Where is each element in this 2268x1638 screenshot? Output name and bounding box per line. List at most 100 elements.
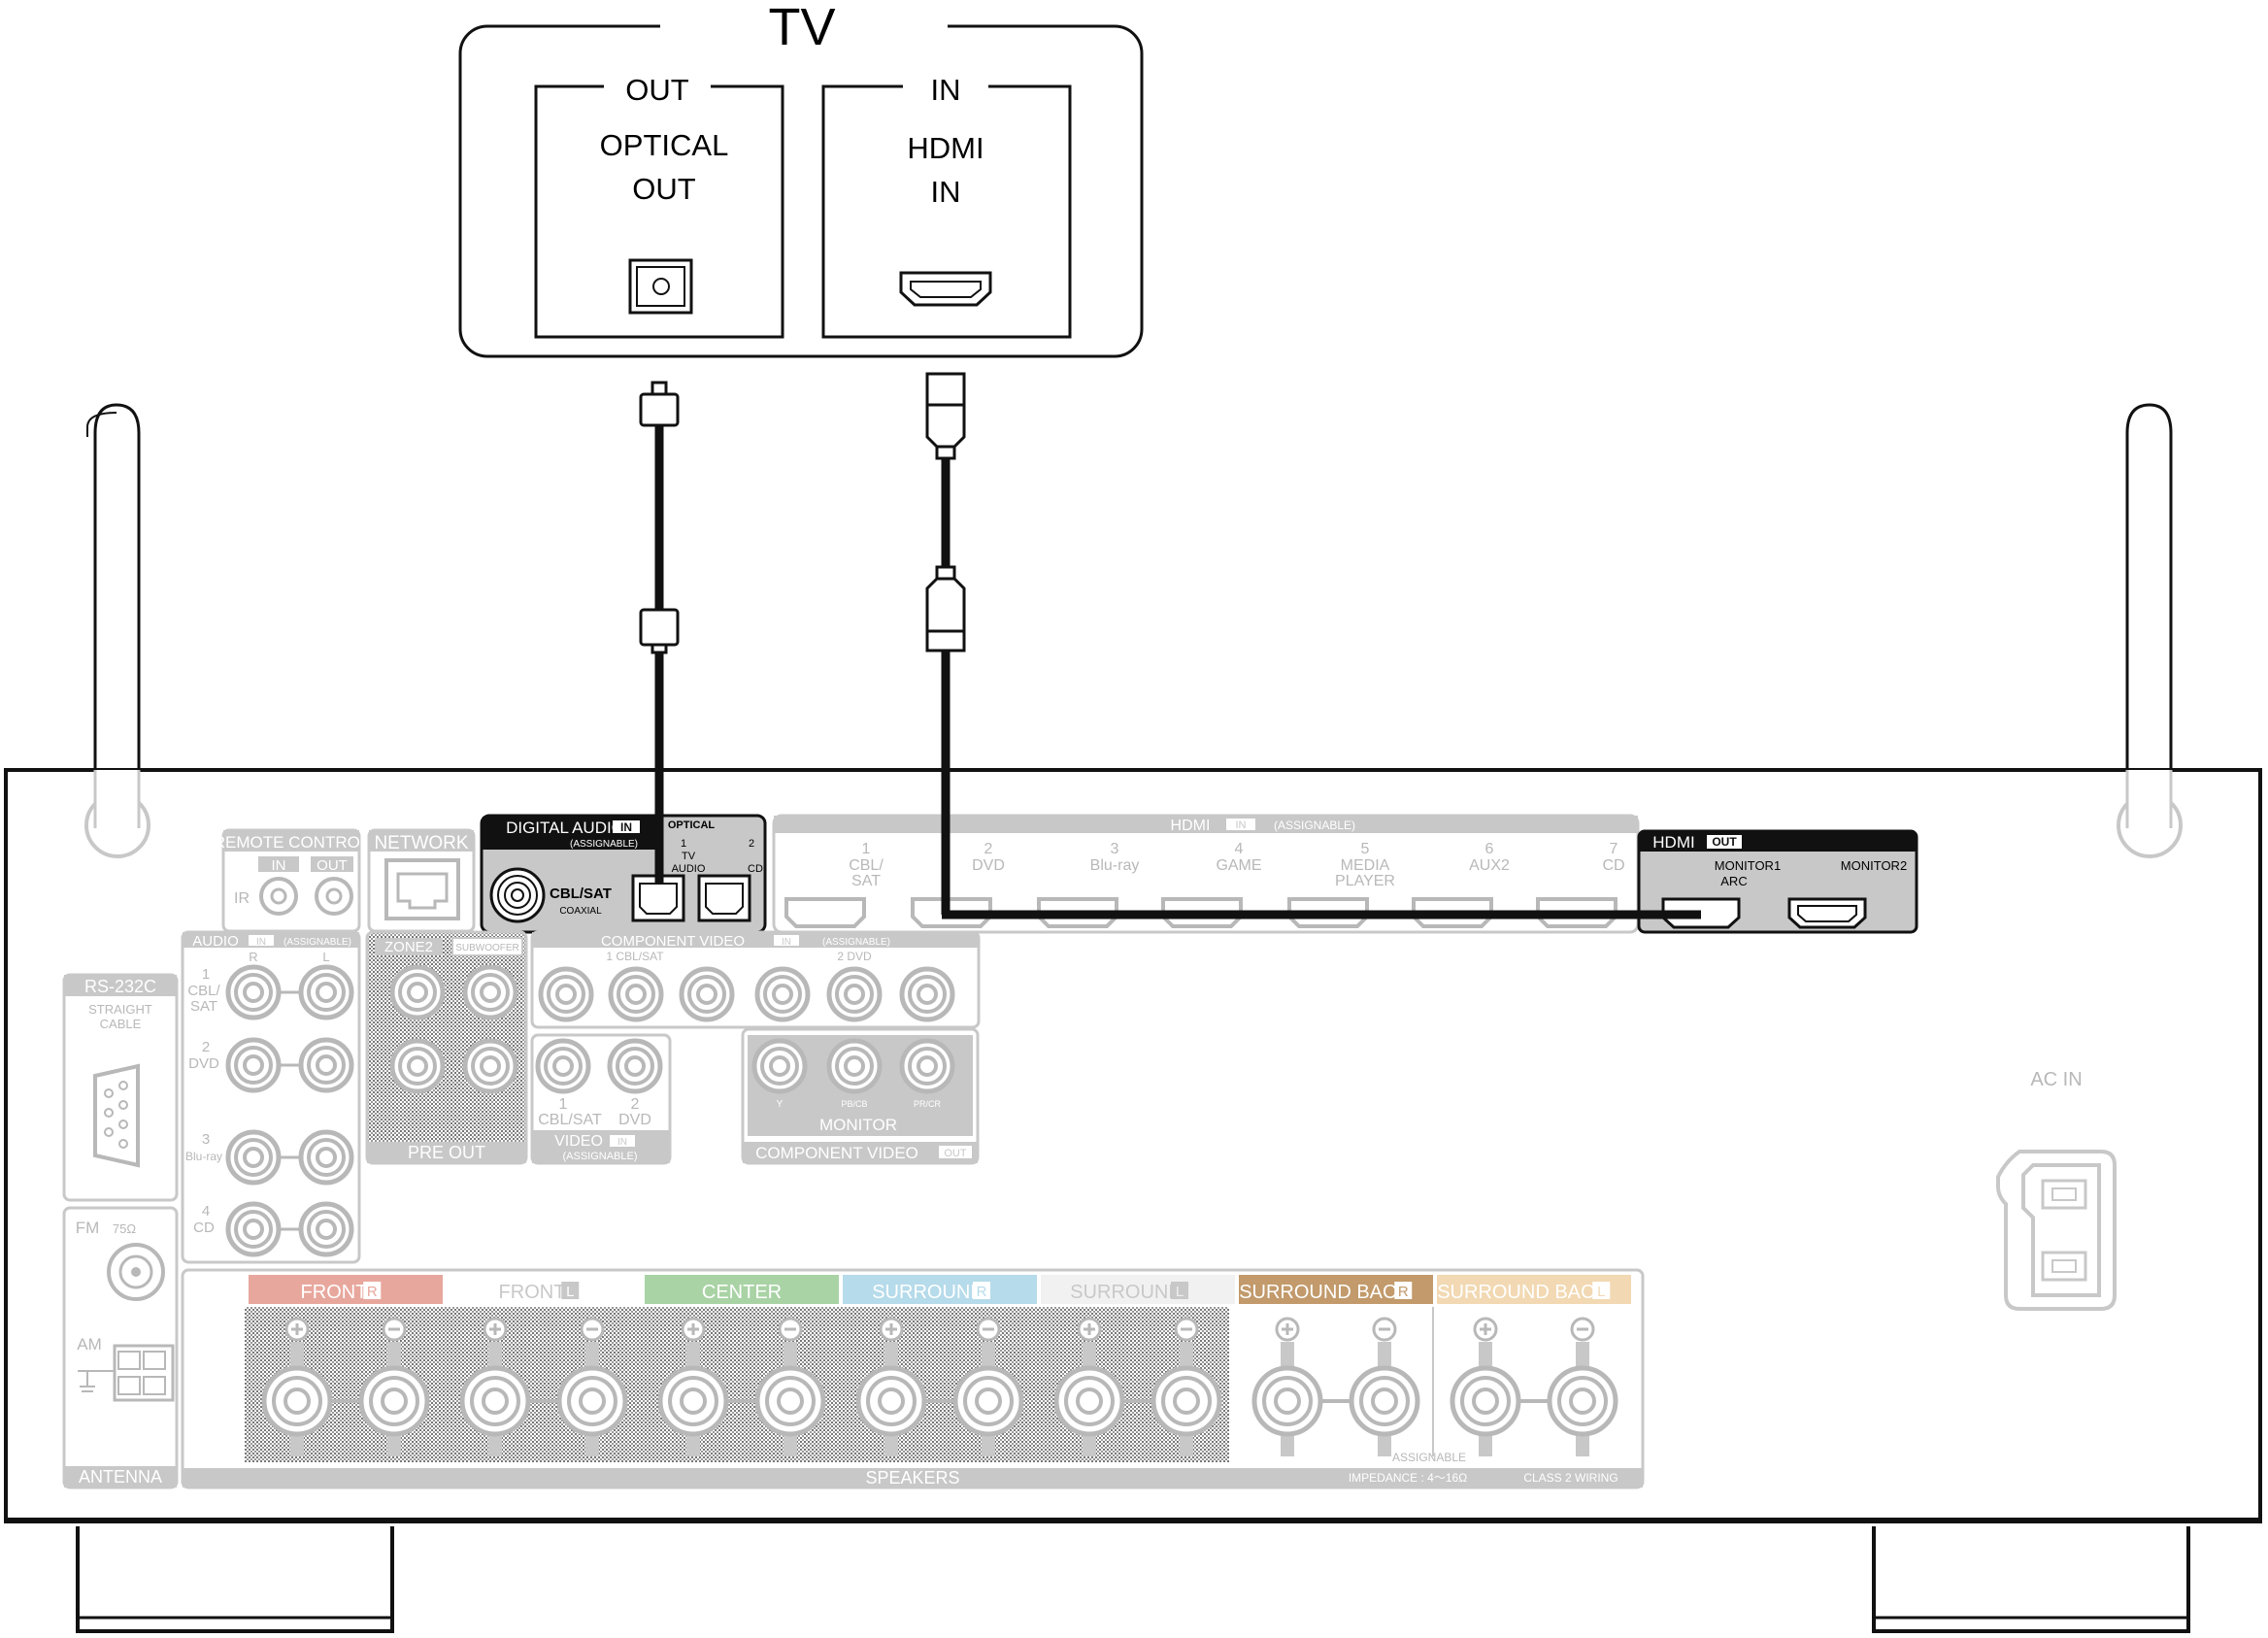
speaker-terminal-minus[interactable] — [361, 1368, 427, 1434]
component-in-1-pr-jack[interactable] — [682, 969, 732, 1020]
speaker-terminal-plus[interactable] — [1056, 1368, 1122, 1434]
audio-in-row-3-r-jack[interactable] — [228, 1132, 279, 1183]
remote-out-jack[interactable] — [315, 877, 353, 916]
speaker-post-stem — [884, 1433, 898, 1456]
hdmi-in-1-port[interactable] — [784, 897, 866, 928]
optical-1-label-line2: AUDIO — [672, 863, 706, 875]
speaker-terminal-minus[interactable] — [757, 1368, 823, 1434]
speaker-channel-header — [447, 1275, 641, 1304]
component-video-in-in-label: IN — [782, 937, 791, 948]
fm-antenna-jack[interactable] — [107, 1243, 165, 1301]
speaker-terminal-minus[interactable] — [1550, 1368, 1616, 1434]
audio-in-row-4-r-jack[interactable] — [228, 1204, 279, 1254]
component-video-in-assignable: (ASSIGNABLE) — [822, 937, 890, 948]
component-in-2-y-jack[interactable] — [757, 969, 808, 1020]
speaker-channel-label: SURROUND — [1070, 1282, 1183, 1303]
speaker-terminal-plus[interactable] — [1452, 1368, 1518, 1434]
zone2-out-r-jack[interactable] — [392, 967, 443, 1018]
video-in-1-jack[interactable] — [538, 1041, 588, 1091]
speaker-post-stem — [1378, 1342, 1391, 1369]
speaker-post-stem — [1281, 1433, 1294, 1456]
component-out-y-jack[interactable] — [754, 1041, 805, 1091]
video-in-2-jack[interactable] — [610, 1041, 660, 1091]
speaker-terminal-minus[interactable] — [559, 1368, 625, 1434]
optical-in-2-port[interactable] — [697, 874, 751, 922]
ac-in-socket[interactable] — [1996, 1150, 2117, 1311]
speaker-plus-sign-icon — [1473, 1317, 1498, 1342]
component-video-in-section: COMPONENT VIDEO IN (ASSIGNABLE) 1 CBL/SA… — [530, 930, 981, 1029]
antenna-ohm-label: 75Ω — [113, 1221, 136, 1236]
component-out-pr-jack[interactable] — [902, 1041, 952, 1091]
audio-in-row-1-l-jack[interactable] — [301, 967, 351, 1018]
audio-in-row-4-l-jack[interactable] — [301, 1204, 351, 1254]
speakers-class2-label: CLASS 2 WIRING — [1523, 1471, 1618, 1485]
rs232c-port[interactable] — [93, 1063, 140, 1168]
component-in-1-pb-jack[interactable] — [611, 969, 661, 1020]
remote-in-label: IN — [272, 857, 286, 874]
speaker-terminal-plus[interactable] — [462, 1368, 528, 1434]
speaker-post-stem — [387, 1342, 401, 1369]
speaker-side-label: L — [1597, 1284, 1605, 1300]
speaker-channel-label: SURROUND BACK — [1239, 1282, 1410, 1303]
subwoofer-2-jack[interactable] — [465, 1041, 516, 1091]
speaker-terminal-minus[interactable] — [1351, 1368, 1418, 1434]
audio-in-row-1-num: 1 — [202, 966, 210, 983]
speaker-post-stem — [1281, 1342, 1294, 1369]
speaker-post-stem — [290, 1433, 304, 1456]
zone2-title: ZONE2 — [384, 939, 433, 955]
audio-in-row-1-r-jack[interactable] — [228, 967, 279, 1018]
audio-in-row-3-l-jack[interactable] — [301, 1132, 351, 1183]
coaxial-jack[interactable] — [489, 867, 546, 923]
component-in-2-pr-jack[interactable] — [902, 969, 952, 1020]
video-in-1-num: 1 — [559, 1096, 568, 1113]
speaker-terminal-plus[interactable] — [660, 1368, 726, 1434]
speaker-terminal-minus[interactable] — [1153, 1368, 1219, 1434]
hdmi-in-assignable: (ASSIGNABLE) — [1274, 819, 1355, 832]
digital-audio-title: DIGITAL AUDIO — [506, 819, 624, 837]
monitor1-label-line2: ARC — [1720, 874, 1747, 888]
tv-hdmi-port-icon — [899, 271, 992, 307]
rs232c-title: RS-232C — [84, 977, 156, 996]
speaker-terminal-plus[interactable] — [1254, 1368, 1320, 1434]
hdmi-out-title: HDMI — [1652, 833, 1694, 852]
speaker-minus-sign-icon — [1174, 1317, 1199, 1342]
antenna-am-label: AM — [77, 1335, 102, 1354]
remote-in-jack[interactable] — [259, 877, 298, 916]
audio-in-row-2-r-jack[interactable] — [228, 1040, 279, 1090]
speaker-terminal-minus[interactable] — [955, 1368, 1021, 1434]
hdmi-in-4-num: 4 — [1235, 841, 1244, 857]
component-group2-label: 2 DVD — [837, 950, 872, 963]
speaker-channel-label: FRONT — [499, 1282, 566, 1303]
audio-in-row-3-num: 3 — [202, 1131, 210, 1148]
subwoofer-1-jack[interactable] — [465, 967, 516, 1018]
component-in-1-y-jack[interactable] — [541, 969, 591, 1020]
speaker-post-stem — [982, 1342, 995, 1369]
pre-out-section: PRE OUT ZONE2 SUBWOOFER — [365, 930, 528, 1165]
audio-in-r-label: R — [249, 950, 257, 964]
speaker-channel-header — [843, 1275, 1037, 1304]
optical-2-num: 2 — [749, 838, 754, 850]
tv-optical-port-icon — [628, 258, 693, 315]
monitor1-label-line1: MONITOR1 — [1715, 858, 1781, 873]
hdmi-in-2-label: DVD — [972, 857, 1005, 874]
hdmi-plug-receiver-end-icon — [925, 565, 966, 652]
audio-in-row-2-l-jack[interactable] — [301, 1040, 351, 1090]
am-antenna-terminal[interactable] — [78, 1344, 175, 1402]
component-video-out-out-label: OUT — [944, 1148, 967, 1159]
speaker-side-label: R — [1398, 1284, 1409, 1300]
speaker-terminal-plus[interactable] — [858, 1368, 924, 1434]
audio-in-row-4: 4CD — [193, 1203, 351, 1254]
tv-optical-out-line2: OUT — [632, 172, 696, 206]
zone2-out-l-jack[interactable] — [392, 1041, 443, 1091]
component-in-2-pb-jack[interactable] — [829, 969, 880, 1020]
hdmi-in-3-num: 3 — [1111, 841, 1119, 857]
network-port[interactable] — [384, 858, 460, 920]
component-out-pb-jack[interactable] — [829, 1041, 880, 1091]
optical-plug-tv-end-icon — [639, 381, 680, 427]
hdmi-out-monitor2-port[interactable] — [1787, 897, 1867, 929]
speaker-terminal-plus[interactable] — [264, 1368, 330, 1434]
